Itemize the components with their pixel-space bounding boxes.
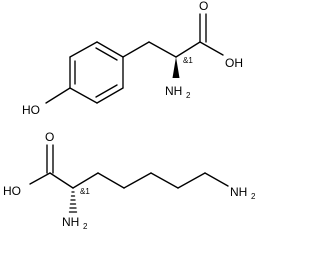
chain-bond [175, 41, 201, 58]
phenol-bond [45, 87, 71, 104]
hydroxyl-label: OH [225, 56, 243, 70]
chain-bond [49, 172, 74, 189]
ring-bond [96, 87, 124, 104]
stereo-label: &1 [80, 187, 90, 196]
hashed-wedge-bond [68, 191, 78, 213]
phenol-label: HO [22, 103, 40, 117]
ring-double-bond [95, 47, 118, 61]
alpha-amine-subscript: 2 [83, 222, 88, 231]
ring-bond [69, 41, 98, 58]
hydroxyl-bond [199, 41, 224, 56]
chain-bond [204, 172, 229, 187]
end-amine-subscript: 2 [251, 192, 256, 201]
carbonyl-oxygen-label: O [199, 0, 208, 13]
lysine-structure: O HO &1 NH 2 NH 2 [3, 130, 256, 231]
ring-bond [96, 41, 124, 58]
chain-bond [177, 172, 206, 189]
chain-bond [148, 41, 177, 58]
structure-canvas: O OH &1 NH 2 HO O HO &1 NH [3, 0, 256, 231]
chain-bond [72, 172, 99, 189]
tyrosine-structure: O OH &1 NH 2 HO [22, 0, 243, 117]
end-amine-label: NH [230, 185, 247, 199]
chain-bond [150, 172, 179, 189]
wedge-bond [172, 57, 180, 78]
structure-svg: O OH &1 NH 2 HO O HO &1 NH [3, 0, 256, 231]
chain-bond [97, 172, 125, 189]
stereo-label: &1 [183, 56, 193, 65]
amine-label: NH [165, 84, 182, 98]
ring-bond [69, 87, 98, 104]
chain-bond [123, 172, 152, 189]
ring-double-bond [95, 84, 118, 98]
hydroxyl-bond [29, 172, 51, 185]
amine-subscript: 2 [186, 91, 191, 100]
chain-bond [122, 41, 150, 58]
carbonyl-oxygen-label: O [45, 130, 54, 144]
hydroxyl-label: HO [3, 184, 21, 198]
alpha-amine-label: NH [62, 215, 79, 229]
